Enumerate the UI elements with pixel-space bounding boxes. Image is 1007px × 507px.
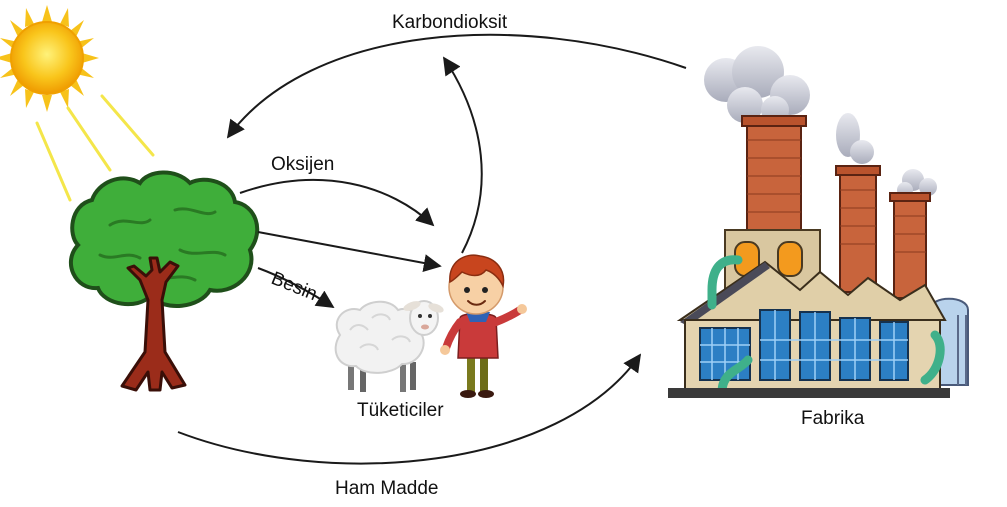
brick-pattern — [747, 139, 926, 253]
arrow-besin — [257, 267, 335, 308]
arrow-consumer-co2 — [443, 56, 483, 254]
arrow-ham-madde — [177, 353, 642, 465]
sheep-icon — [334, 300, 444, 392]
sun-rays — [35, 94, 155, 202]
label-ham-madde: Ham Madde — [335, 478, 439, 499]
tree-icon — [68, 170, 260, 392]
arrows — [177, 33, 687, 465]
factory-icon — [668, 46, 969, 398]
label-fabrika: Fabrika — [801, 408, 865, 429]
boy-icon — [440, 254, 527, 398]
sun-icon — [0, 5, 99, 112]
arrow-oksijen — [239, 178, 435, 227]
factory-pipes — [707, 255, 945, 397]
label-tuketiciler: Tüketiciler — [357, 400, 444, 421]
label-oksijen: Oksijen — [271, 154, 335, 175]
label-karbondioksit: Karbondioksit — [392, 12, 508, 33]
smoke-clouds — [704, 46, 937, 198]
arrow-karbondioksit — [226, 33, 687, 139]
arrow-tree-to-boy — [257, 231, 442, 272]
